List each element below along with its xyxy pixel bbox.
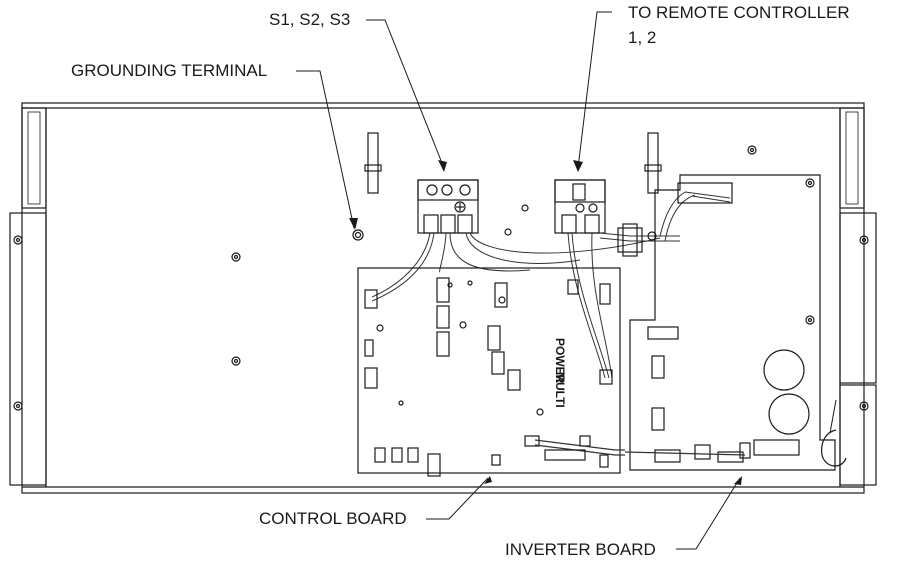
cable-gland <box>617 223 657 257</box>
wire-harness <box>371 191 731 379</box>
s-terminal-block <box>417 179 479 234</box>
leader-lines <box>296 11 741 550</box>
inverter-board-outline <box>629 174 847 471</box>
pcb-marking-power: POWER <box>553 338 567 384</box>
wire-clips <box>364 132 662 194</box>
chassis-frame <box>9 102 877 494</box>
label-inverter-board: INVERTER BOARD <box>505 540 656 559</box>
pcb-marking-multi: MULTI <box>553 372 567 408</box>
mounting-holes <box>13 145 869 411</box>
label-control-board: CONTROL BOARD <box>259 509 407 528</box>
control-board-outline <box>357 267 746 477</box>
remote-terminal-block <box>554 179 606 234</box>
label-grounding-terminal: GROUNDING TERMINAL <box>71 61 268 80</box>
grounding-terminal <box>352 229 364 241</box>
label-s-terminals: S1, S2, S3 <box>269 10 351 29</box>
label-remote-controller: TO REMOTE CONTROLLER <box>628 3 850 22</box>
leader-arrowheads <box>349 160 742 485</box>
label-remote-controller-terminals: 1, 2 <box>628 28 657 47</box>
